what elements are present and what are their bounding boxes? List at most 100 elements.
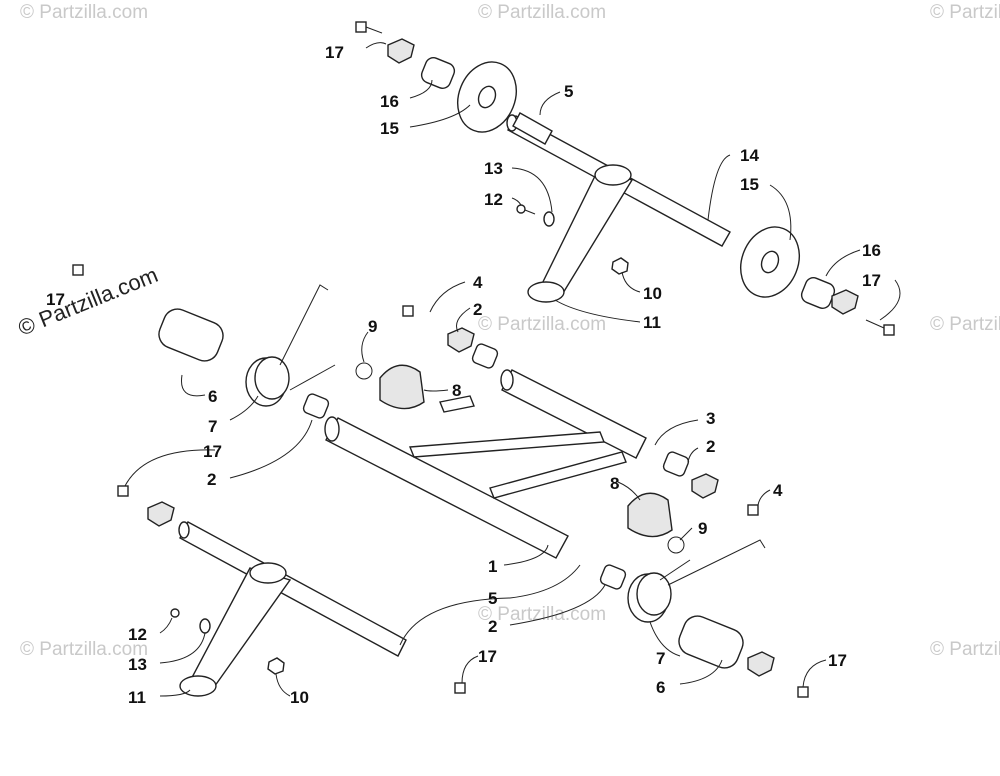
callout-9: 9: [698, 519, 707, 538]
arm-hub: [594, 164, 632, 186]
main-frame-assembly: [72, 264, 809, 698]
bolt-4: [402, 305, 414, 317]
spring-coil: [636, 572, 672, 616]
stop-block-8: [379, 364, 425, 410]
leader-line: [825, 249, 861, 277]
leader-line: [180, 374, 206, 397]
callout-13: 13: [484, 159, 503, 178]
leader-line: [503, 544, 549, 566]
upper-idler-arm: [534, 169, 634, 299]
leader-line: [423, 389, 449, 392]
callout-14: 14: [740, 146, 759, 165]
bushing-2: [302, 393, 330, 419]
callout-8: 8: [452, 381, 461, 400]
callout-12: 12: [128, 625, 147, 644]
leader-line: [461, 655, 479, 684]
leader-line: [409, 104, 471, 128]
bolt-shank: [865, 319, 885, 329]
callout-17: 17: [203, 442, 222, 461]
bolt-17-right: [865, 319, 895, 336]
callout-2: 2: [488, 617, 497, 636]
callout-5: 5: [488, 589, 497, 608]
spacer-6-right: [678, 615, 744, 669]
callout-17: 17: [862, 271, 881, 290]
leader-line: [409, 79, 433, 99]
callout-2: 2: [473, 300, 482, 319]
callout-4: 4: [473, 273, 483, 292]
leader-line: [159, 632, 206, 664]
bolt-17: [117, 485, 129, 497]
callout-15: 15: [740, 175, 759, 194]
watermark-text: © Partzilla.com: [20, 639, 148, 660]
tube-end: [500, 369, 514, 391]
callout-17: 17: [478, 647, 497, 666]
leader-line: [124, 449, 216, 487]
leader-line: [429, 281, 466, 313]
callout-17: 17: [325, 43, 344, 62]
spring-arm: [667, 539, 766, 586]
leader-line: [509, 564, 581, 599]
leader-line: [229, 395, 259, 421]
shaft-end: [178, 521, 190, 539]
leader-line: [399, 597, 511, 646]
watermark-text: © Partzilla.com: [20, 2, 148, 23]
leader-line: [707, 154, 731, 221]
tube-end: [324, 416, 340, 442]
leader-line: [757, 489, 771, 506]
callout-10: 10: [643, 284, 662, 303]
washer: [831, 289, 859, 315]
wheel-hub: [477, 85, 497, 109]
leader-line: [621, 271, 641, 293]
leader-line: [275, 673, 291, 697]
washer: [387, 38, 415, 64]
callout-17: 17: [828, 651, 847, 670]
callout-9: 9: [368, 317, 377, 336]
lower-arm-assembly: [170, 521, 407, 697]
spacer-16-right: [800, 277, 836, 309]
leader-line: [509, 584, 606, 626]
wheel-hub: [760, 250, 780, 274]
torsion-spring-right: [627, 539, 766, 623]
cross-member: [439, 395, 475, 413]
spacer-6-left: [158, 308, 224, 362]
leader-line: [802, 659, 827, 688]
clip-9: [355, 362, 373, 380]
watermark-text: © Partzilla.com: [478, 604, 606, 625]
bushing-2: [471, 343, 499, 369]
bolt-17: [72, 264, 84, 276]
watermark-text: © Partzilla.com: [478, 2, 606, 23]
leader-lines: [124, 42, 901, 697]
leader-line: [511, 167, 553, 213]
washer-13: [199, 618, 211, 634]
callout-13: 13: [128, 655, 147, 674]
nut-10: [611, 257, 629, 275]
callout-numbers: 17 16 15 5 14 15 13 12 10 11 16 17 4 2 9…: [46, 43, 881, 707]
callout-15: 15: [380, 119, 399, 138]
callout-16: 16: [862, 241, 881, 260]
upper-arm-assembly: [355, 21, 895, 336]
leader-line: [539, 91, 561, 116]
watermark-text: © Partzilla.com: [930, 639, 1000, 660]
arm-hub: [249, 562, 287, 584]
arm-end-boss: [527, 281, 565, 303]
bushing-2: [662, 451, 690, 477]
shaft-collar: [512, 112, 553, 145]
clip-9: [667, 536, 685, 554]
screw-12: [516, 204, 526, 214]
spring-arm: [659, 559, 691, 581]
callout-11: 11: [128, 688, 146, 707]
spring-arm: [289, 364, 336, 391]
callout-16: 16: [380, 92, 399, 111]
bolt-17: [797, 686, 809, 698]
bolt-head: [883, 324, 895, 336]
washer: [147, 501, 175, 527]
callout-6: 6: [208, 387, 217, 406]
bolt-4: [747, 504, 759, 516]
spring-arm: [279, 284, 329, 366]
stop-block-8: [627, 492, 673, 538]
spacer-16-top: [420, 57, 456, 89]
leader-line: [679, 659, 723, 685]
leader-line: [879, 279, 901, 321]
washer-13: [543, 211, 555, 227]
callout-7: 7: [208, 417, 217, 436]
